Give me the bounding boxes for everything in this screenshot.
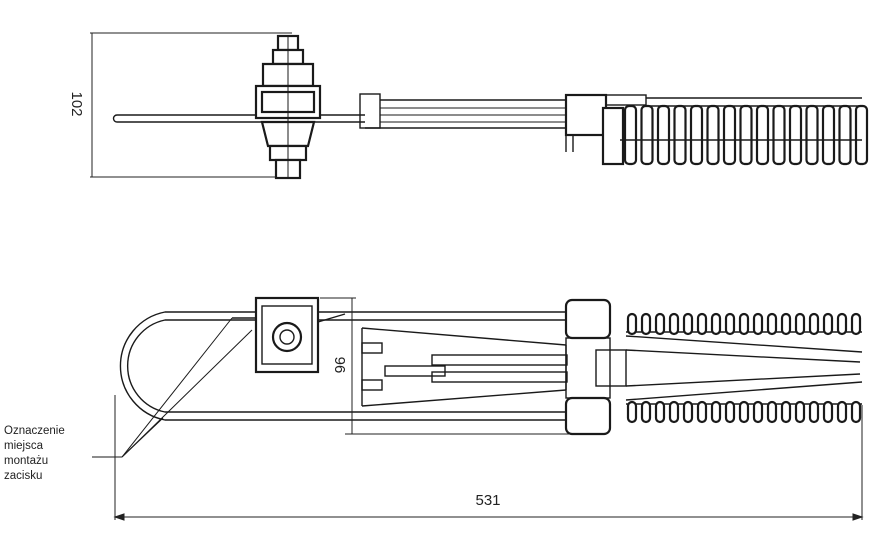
dimension-531: 531 — [113, 395, 864, 521]
bottom-fin-lower — [780, 400, 792, 424]
bottom-fin-lower — [710, 400, 722, 424]
top-fin — [623, 104, 638, 166]
bottom-fin-lower — [808, 400, 820, 424]
bottom-fin-lower — [794, 400, 806, 424]
dimension-102-label: 102 — [68, 91, 85, 116]
top-fin — [739, 104, 753, 166]
bottom-fin-lower — [752, 400, 764, 424]
dimension-96: 96 — [320, 297, 580, 435]
bottom-fin-upper — [850, 312, 862, 336]
bottom-fin-upper — [794, 312, 806, 336]
bottom-fin-lower — [626, 400, 638, 424]
bottom-fin-lower — [682, 400, 694, 424]
top-wedge-body — [564, 93, 862, 166]
dimension-102: 102 — [68, 32, 292, 178]
bottom-wedge-inner — [361, 327, 568, 407]
bottom-view: 96 — [92, 296, 864, 521]
bottom-fin-upper — [710, 312, 722, 336]
note-leader-lines — [92, 317, 253, 458]
top-fin — [706, 104, 720, 166]
bottom-fin-upper — [696, 312, 708, 336]
bottom-fin-lower — [850, 400, 862, 424]
note-line-2: miejsca — [4, 440, 43, 452]
top-rod — [112, 114, 365, 123]
bottom-fin-upper — [654, 312, 666, 336]
bottom-wedge-body — [564, 298, 863, 436]
top-fins — [620, 104, 869, 166]
bottom-clamp — [232, 296, 346, 374]
top-view: 102 — [68, 32, 869, 180]
bottom-fins — [626, 312, 862, 424]
bottom-fin-upper — [668, 312, 680, 336]
bottom-fin-lower — [696, 400, 708, 424]
top-fin — [805, 104, 819, 166]
top-fin — [838, 104, 852, 166]
bottom-fin-lower — [836, 400, 848, 424]
bottom-fin-upper — [836, 312, 848, 336]
top-sleeve — [359, 93, 570, 129]
bottom-fin-upper — [822, 312, 834, 336]
top-clamp — [254, 34, 322, 180]
bottom-fin-lower — [654, 400, 666, 424]
bottom-fin-upper — [682, 312, 694, 336]
top-fin — [656, 104, 671, 166]
top-fin — [854, 104, 869, 166]
bottom-fin-lower — [668, 400, 680, 424]
bottom-fin-lower — [640, 400, 652, 424]
top-fin — [722, 104, 737, 166]
bottom-fin-upper — [626, 312, 638, 336]
bottom-fin-upper — [808, 312, 820, 336]
mounting-location-note: Oznaczenie miejsca montażu zacisku — [4, 424, 65, 484]
dimension-531-label: 531 — [475, 492, 500, 509]
bottom-fin-lower — [766, 400, 778, 424]
top-fin — [821, 104, 836, 166]
bottom-fin-upper — [738, 312, 750, 336]
top-fin — [640, 104, 654, 166]
note-line-3: montażu — [4, 455, 49, 467]
bottom-fin-lower — [822, 400, 834, 424]
note-line-4: zacisku — [4, 470, 43, 482]
top-fin — [788, 104, 803, 166]
dimension-96-label: 96 — [331, 357, 348, 374]
bottom-fin-upper — [752, 312, 764, 336]
top-fin — [772, 104, 786, 166]
bottom-fin-upper — [766, 312, 778, 336]
bottom-fin-upper — [640, 312, 652, 336]
bottom-loop — [119, 311, 566, 421]
bottom-fin-upper — [724, 312, 736, 336]
note-line-1: Oznaczenie — [4, 425, 65, 437]
bottom-fin-lower — [738, 400, 750, 424]
bottom-fin-lower — [724, 400, 736, 424]
bottom-fin-upper — [780, 312, 792, 336]
top-fin — [673, 104, 687, 166]
top-fin — [755, 104, 770, 166]
top-fin — [689, 104, 704, 166]
